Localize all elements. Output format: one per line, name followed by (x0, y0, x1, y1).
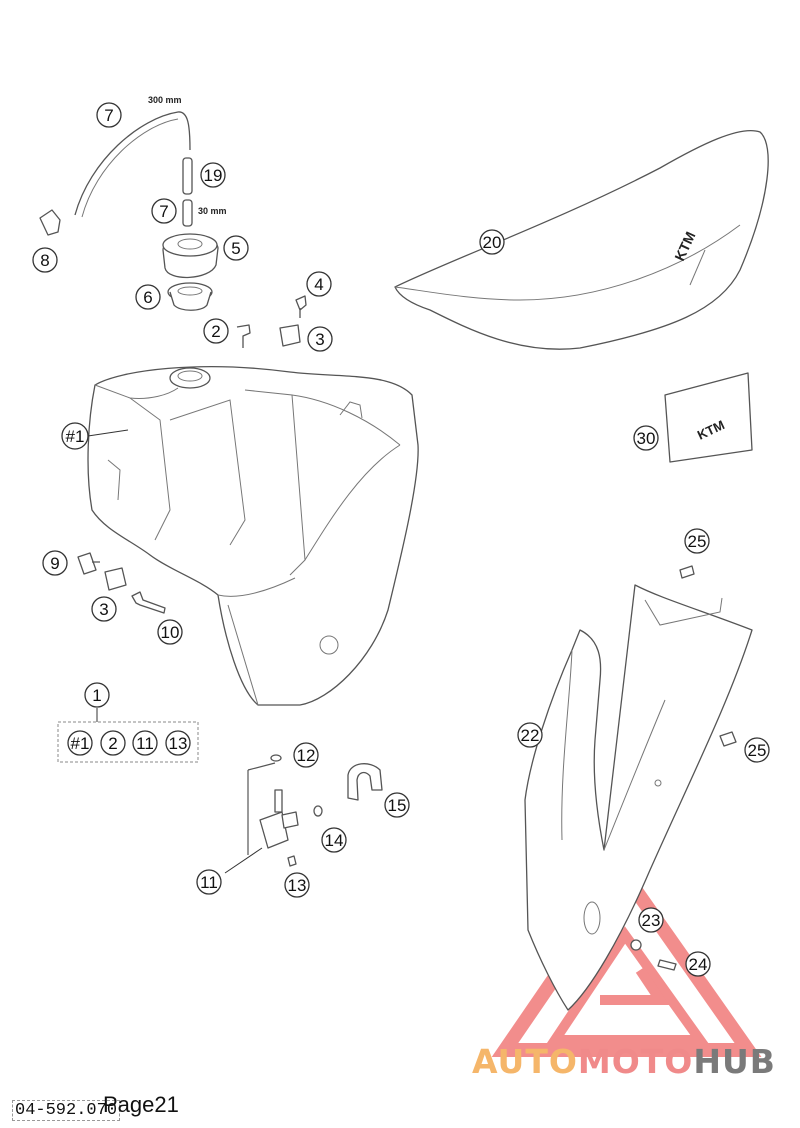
svg-text:3: 3 (99, 600, 108, 619)
svg-text:11: 11 (200, 873, 218, 892)
callout-3-lower: 3 (91, 596, 117, 622)
callout-23: 23 (638, 907, 664, 933)
svg-text:14: 14 (325, 831, 344, 850)
callout-25-upper: 25 (684, 528, 710, 554)
tank-leader-line (87, 429, 129, 437)
callout-5: 5 (223, 235, 249, 261)
kit-box (57, 721, 199, 763)
svg-text:13: 13 (288, 876, 307, 895)
screw-25-upper (679, 565, 695, 579)
fuel-tank (87, 366, 419, 706)
kit-item-11: 11 (132, 730, 158, 756)
watermark-text: AUTOMOTOHUB (472, 1042, 776, 1081)
svg-text:22: 22 (521, 726, 540, 745)
kit-item-2: 2 (100, 730, 126, 756)
ktm-patch: KTM (664, 372, 753, 463)
svg-text:25: 25 (688, 532, 707, 551)
bolt-10 (131, 591, 166, 614)
callout-22: 22 (517, 722, 543, 748)
svg-text:#1: #1 (66, 427, 85, 446)
svg-text:5: 5 (231, 239, 240, 258)
screw-9 (77, 552, 100, 575)
callout-7-upper: 7 (96, 102, 122, 128)
callout-2: 2 (203, 318, 229, 344)
svg-text:15: 15 (388, 796, 407, 815)
fuel-hose-short (182, 199, 193, 227)
dimension-300mm: 300 mm (148, 95, 182, 105)
svg-text:12: 12 (297, 746, 316, 765)
svg-text:3: 3 (315, 330, 324, 349)
screw-2 (236, 324, 251, 348)
svg-text:13: 13 (169, 734, 188, 753)
callout-6: 6 (135, 284, 161, 310)
svg-text:20: 20 (483, 233, 502, 252)
kit-item-13: 13 (165, 730, 191, 756)
callout-14: 14 (321, 827, 347, 853)
fuel-hose-long (74, 111, 191, 218)
svg-text:30: 30 (637, 429, 656, 448)
callout-7-lower: 7 (151, 198, 177, 224)
callout-11: 11 (196, 869, 222, 895)
fuel-tap-assembly (224, 762, 299, 874)
svg-text:6: 6 (143, 288, 152, 307)
dimension-30mm: 30 mm (198, 206, 227, 216)
callout-13: 13 (284, 872, 310, 898)
callout-12: 12 (293, 742, 319, 768)
svg-text:7: 7 (159, 202, 168, 221)
callout-19: 19 (200, 162, 226, 188)
kit-item-tank: #1 (67, 730, 93, 756)
svg-text:10: 10 (161, 623, 180, 642)
callout-15: 15 (384, 792, 410, 818)
bushing-3-upper (279, 324, 301, 347)
svg-text:7: 7 (104, 106, 113, 125)
clamp-14 (313, 805, 323, 817)
side-panel (524, 584, 753, 1011)
page-number: Page21 (103, 1092, 179, 1117)
svg-text:1: 1 (92, 686, 101, 705)
svg-text:24: 24 (689, 955, 708, 974)
gasket-12 (270, 754, 282, 762)
svg-text:9: 9 (50, 554, 59, 573)
svg-text:#1: #1 (71, 734, 90, 753)
fuel-cap-5 (162, 233, 219, 279)
filler-ring-6 (167, 282, 213, 311)
svg-text:11: 11 (136, 734, 154, 753)
svg-text:25: 25 (748, 741, 767, 760)
callout-24: 24 (685, 951, 711, 977)
svg-text:8: 8 (40, 251, 49, 270)
screw-13 (287, 855, 297, 867)
svg-text:4: 4 (314, 275, 323, 294)
elbow-fitting-8 (39, 209, 61, 236)
screw-4 (295, 295, 307, 318)
callout-3-upper: 3 (307, 326, 333, 352)
callout-8: 8 (32, 247, 58, 273)
callout-1: 1 (84, 682, 110, 708)
callout-30: 30 (633, 425, 659, 451)
screw-25-lower (719, 731, 737, 747)
callout-20: 20 (479, 229, 505, 255)
hose-sleeve-19 (182, 157, 193, 195)
svg-text:19: 19 (204, 166, 223, 185)
svg-text:2: 2 (211, 322, 220, 341)
svg-text:23: 23 (642, 911, 661, 930)
screw-24 (657, 959, 677, 971)
clip-23 (630, 939, 642, 951)
callout-9: 9 (42, 550, 68, 576)
bushing-3-lower (104, 567, 127, 591)
callout-10: 10 (157, 619, 183, 645)
seat: KTM (394, 130, 769, 350)
hose-15 (347, 763, 383, 801)
callout-25-lower: 25 (744, 737, 770, 763)
callout-4: 4 (306, 271, 332, 297)
svg-text:2: 2 (108, 734, 117, 753)
document-code: 04-592.070 (12, 1100, 121, 1121)
callout-tank-1: #1 (61, 422, 89, 450)
